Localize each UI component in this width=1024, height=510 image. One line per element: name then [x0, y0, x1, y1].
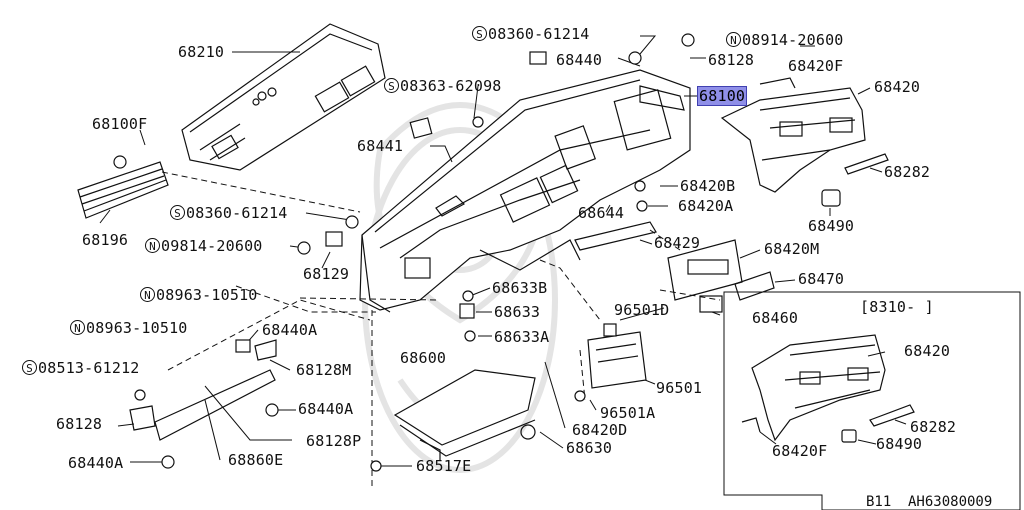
part-label-68128-left: 68128 — [56, 415, 103, 433]
inset-date-range: [8310- ] — [860, 298, 934, 316]
n-circle-icon: N — [140, 287, 155, 302]
footer-code: AH63080009 — [908, 494, 993, 510]
part-label-68282-top: 68282 — [884, 163, 931, 181]
hood-68210 — [181, 23, 386, 171]
fasteners — [161, 33, 695, 472]
part-label-68210: 68210 — [178, 43, 225, 61]
part-label-68600: 68600 — [400, 349, 447, 367]
part-label-68100-highlighted[interactable]: 68100 — [696, 86, 748, 106]
glovebox-68600 — [393, 369, 536, 460]
part-label-68420F-inset: 68420F — [772, 442, 828, 460]
part-label-68100F: 68100F — [92, 115, 148, 133]
n-circle-icon: N — [726, 32, 741, 47]
inset-cluster-hood — [741, 334, 915, 445]
part-label-68282-inset: 68282 — [910, 418, 957, 436]
s-circle-icon: S — [384, 78, 399, 93]
s-circle-icon: S — [472, 26, 487, 41]
inset-frame — [723, 291, 1021, 510]
part-label-68470: 68470 — [798, 270, 845, 288]
s-circle-icon: S — [22, 360, 37, 375]
part-label-68633: 68633 — [494, 303, 541, 321]
footer-section: B11 — [866, 494, 892, 510]
part-label-68633B: 68633B — [492, 279, 548, 297]
part-label-96501A: 96501A — [600, 404, 656, 422]
part-label-68129: 68129 — [303, 265, 350, 283]
part-label-68128M: 68128M — [296, 361, 352, 379]
part-label-96501D: 96501D — [614, 301, 670, 319]
part-label-68420D: 68420D — [572, 421, 628, 439]
part-label-68860E: 68860E — [228, 451, 284, 469]
part-label-68440A-bot: 68440A — [68, 454, 124, 472]
part-label-68420B: 68420B — [680, 177, 736, 195]
part-label-68490-top: 68490 — [808, 217, 855, 235]
part-label-68196: 68196 — [82, 231, 129, 249]
s-circle-icon: S — [170, 205, 185, 220]
part-label-68128-top: 68128 — [708, 51, 755, 69]
part-label-68440A-top: 68440A — [262, 321, 318, 339]
cluster-hood-68420 — [720, 77, 889, 207]
part-label-68420-inset: 68420 — [904, 342, 951, 360]
part-label-68441: 68441 — [357, 137, 404, 155]
part-label-68128P: 68128P — [306, 432, 362, 450]
n-circle-icon: N — [145, 238, 160, 253]
part-label-68440A-mid: 68440A — [298, 400, 354, 418]
part-label-68429: 68429 — [654, 234, 701, 252]
part-label-68460: 68460 — [752, 309, 799, 327]
part-label-68633A: 68633A — [494, 328, 550, 346]
dashboard-68100 — [359, 69, 691, 313]
strip-68196 — [77, 155, 169, 219]
part-label-68420A: 68420A — [678, 197, 734, 215]
part-label-68420F-top: 68420F — [788, 57, 844, 75]
part-label-68630: 68630 — [566, 439, 613, 457]
part-label-68517E: 68517E — [416, 457, 472, 475]
part-label-68420M: 68420M — [764, 240, 820, 258]
n-circle-icon: N — [70, 320, 85, 335]
part-label-68440: 68440 — [556, 51, 603, 69]
part-label-96501: 96501 — [656, 379, 703, 397]
part-label-68420-top: 68420 — [874, 78, 921, 96]
lower-panel-68128P — [129, 339, 277, 441]
part-label-68490-inset: 68490 — [876, 435, 923, 453]
part-label-68644: 68644 — [578, 204, 625, 222]
leader-lines-dashed — [161, 171, 721, 490]
